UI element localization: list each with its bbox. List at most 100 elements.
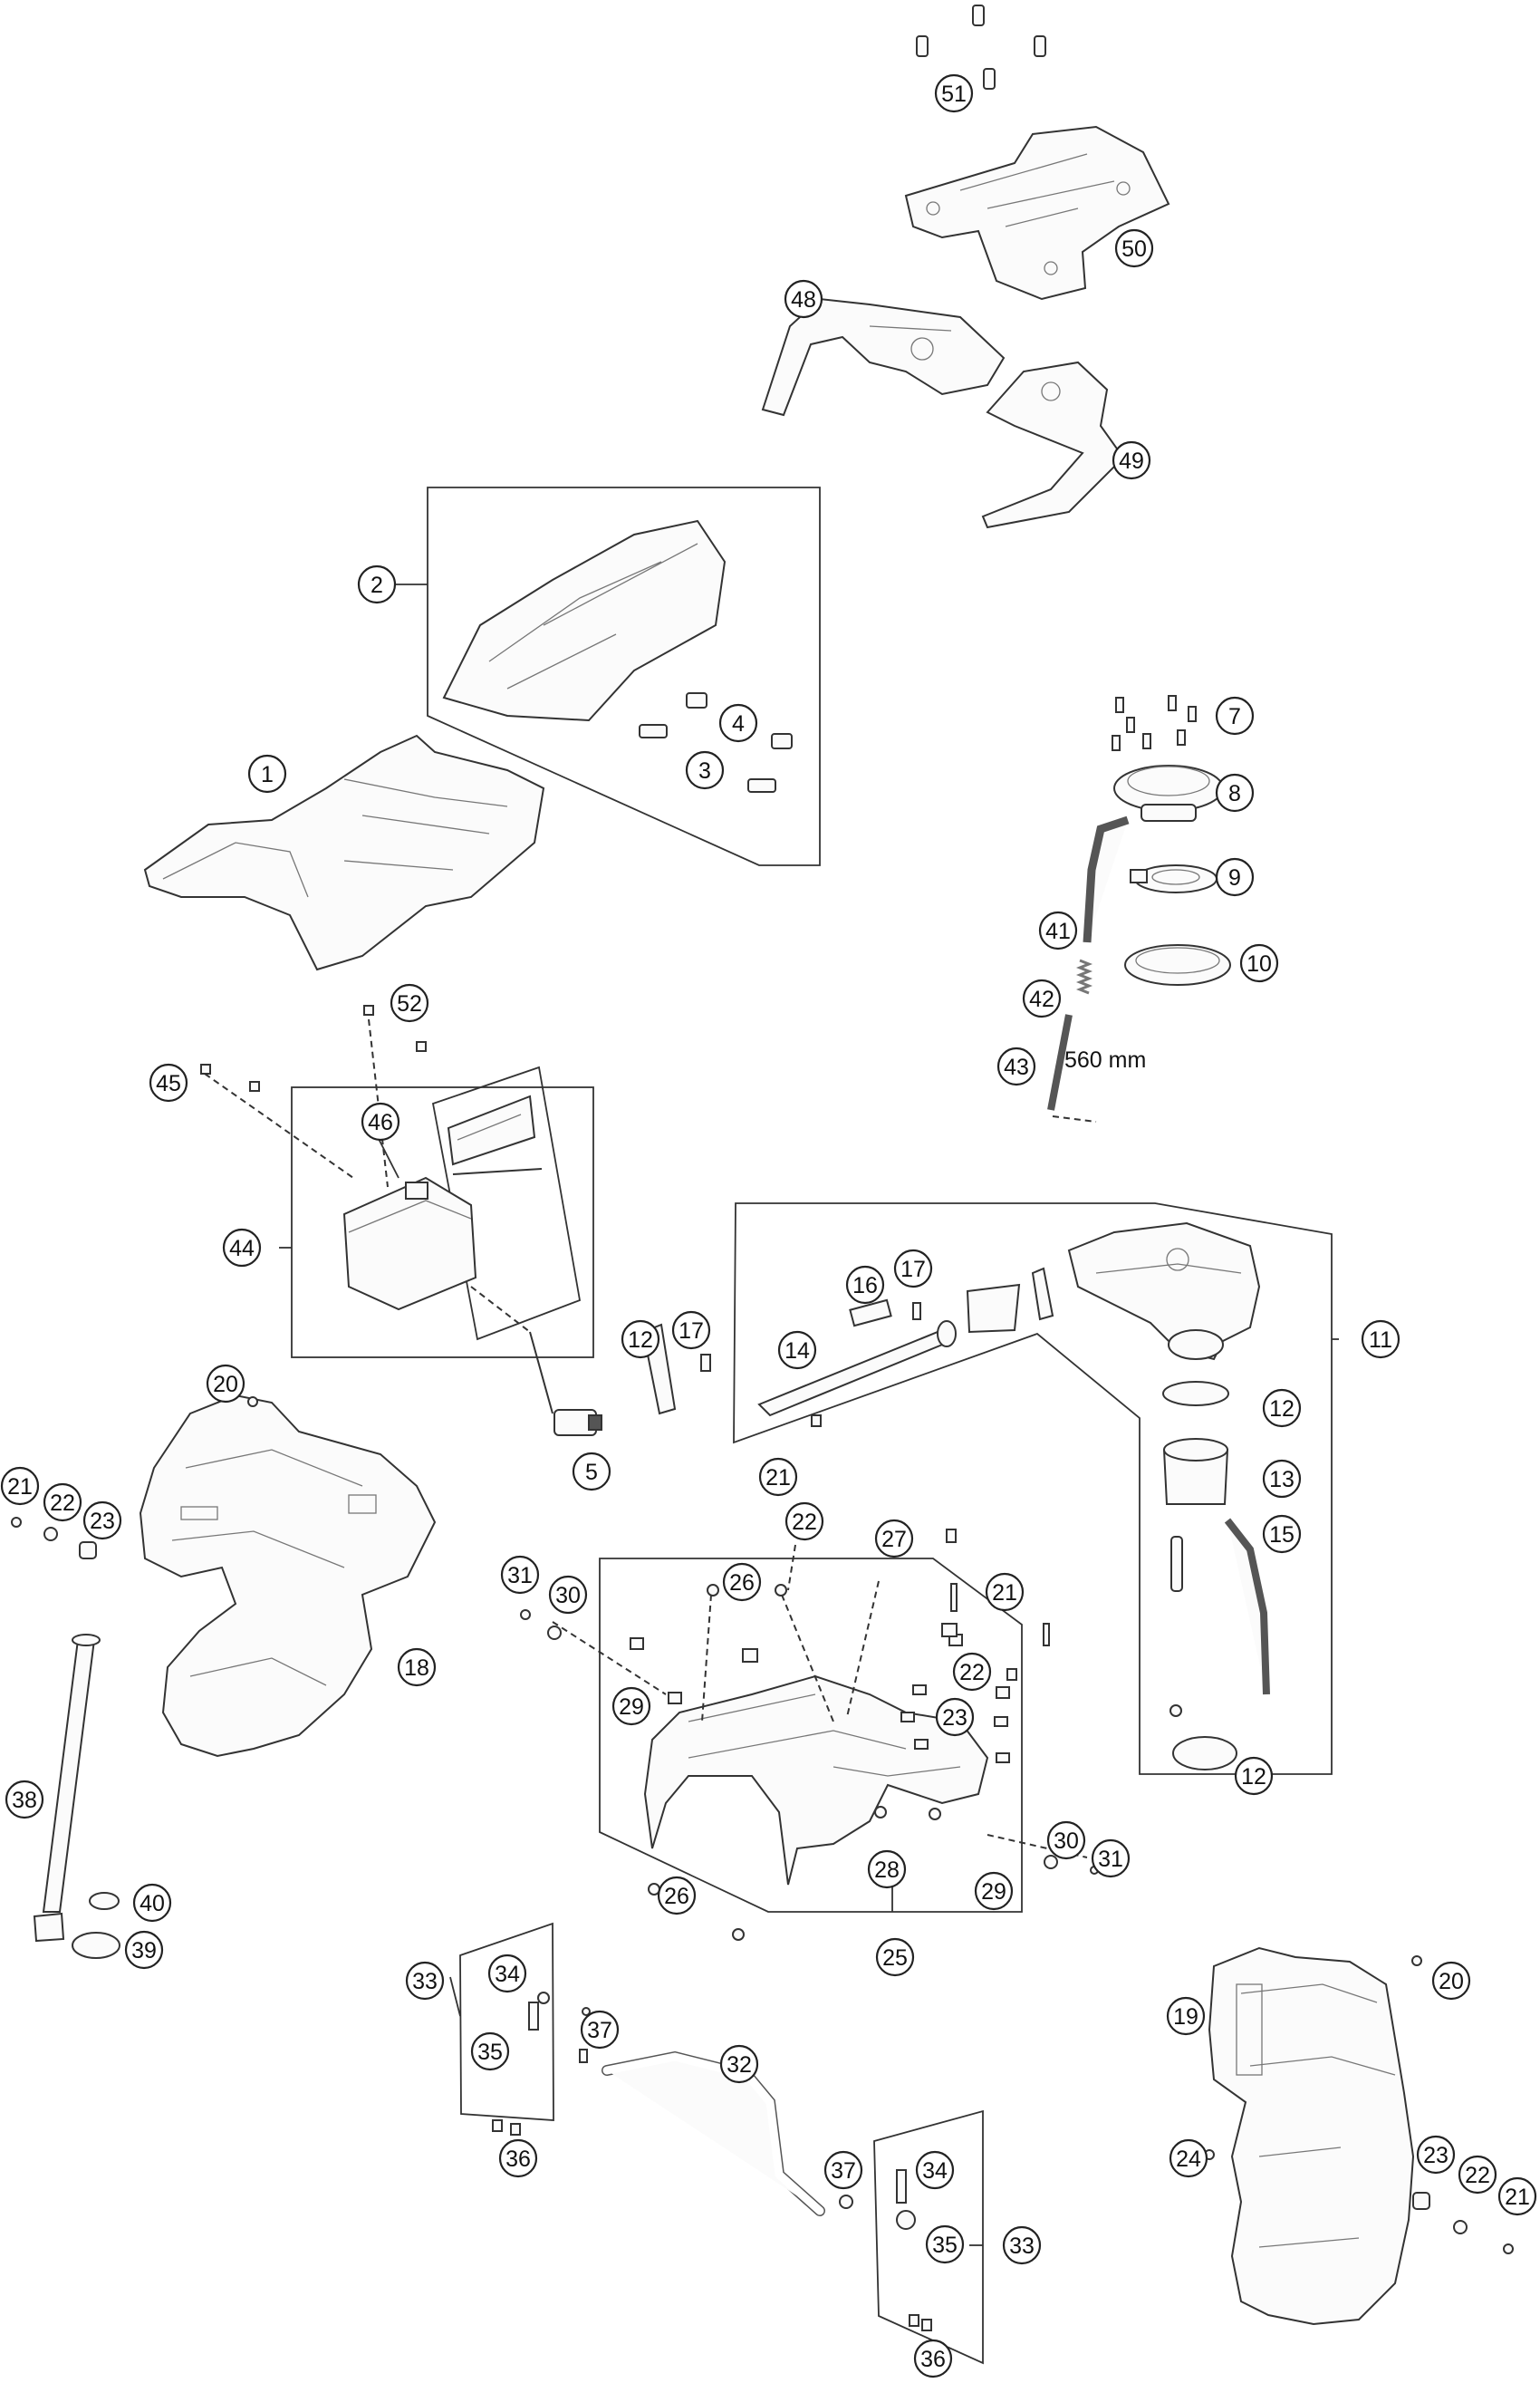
callout-circle: [823, 2150, 863, 2190]
callout-c35b: 35: [925, 2224, 965, 2264]
tube-38-art: [33, 1634, 101, 1943]
callout-c20a: 20: [206, 1364, 245, 1404]
front-seat-1-art: [143, 734, 545, 971]
callout-number: 37: [587, 2018, 612, 2043]
hose-15-art: [1224, 1518, 1270, 1695]
frame-valve-right: [873, 2109, 984, 2365]
callout-number: 42: [1029, 987, 1054, 1012]
callout-circle: [487, 1954, 527, 1993]
callout-circle: [1234, 1756, 1274, 1796]
callout-circle: [390, 983, 429, 1023]
callout-circle: [548, 1575, 588, 1615]
callout-c49: 49: [1112, 440, 1151, 480]
fuel-tank-19-art: [1208, 1946, 1415, 2326]
callout-number: 26: [729, 1570, 755, 1596]
fuel-cap-8-art: [1113, 765, 1224, 822]
callout-circle: [1431, 1961, 1471, 2001]
callout-number: 12: [1269, 1396, 1295, 1422]
callout-circle: [206, 1364, 245, 1404]
callout-circle: [1262, 1459, 1302, 1499]
seal-46-art: [447, 1095, 543, 1175]
callout-number: 44: [229, 1236, 255, 1261]
callout-circle: [952, 1652, 992, 1692]
callout-c29a: 29: [611, 1686, 651, 1726]
callout-number: 22: [792, 1510, 817, 1535]
frame-valve-left: [459, 1922, 554, 2121]
callout-c28: 28: [867, 1849, 907, 1889]
callout-number: 17: [679, 1318, 704, 1344]
callout-circle: [1022, 979, 1062, 1018]
hose-length-label: 560 mm: [1064, 1047, 1146, 1073]
callout-number: 39: [131, 1938, 157, 1963]
callout-circle: [572, 1452, 611, 1491]
callout-circle: [777, 1330, 817, 1370]
callout-circle: [1114, 228, 1154, 268]
storage-box-44-art: [342, 1176, 477, 1311]
callout-c12c: 12: [1234, 1756, 1274, 1796]
callout-c30a: 30: [548, 1575, 588, 1615]
callout-number: 9: [1228, 865, 1241, 891]
rear-seat-2-art: [442, 519, 727, 722]
callout-c13: 13: [1262, 1459, 1302, 1499]
callout-number: 40: [140, 1891, 165, 1916]
callout-number: 21: [7, 1474, 33, 1500]
callout-number: 30: [1054, 1828, 1079, 1854]
fuel-tank-18-art: [139, 1394, 437, 1758]
callout-number: 16: [852, 1273, 878, 1298]
callout-c29b: 29: [974, 1871, 1014, 1911]
callout-circle: [5, 1780, 44, 1819]
callout-circle: [1046, 1820, 1086, 1860]
callout-circle: [1262, 1388, 1302, 1428]
callout-number: 38: [12, 1788, 37, 1813]
callout-c37a: 37: [580, 2010, 620, 2050]
frame-fuel-bracket: [599, 1558, 1023, 1913]
callout-c33a: 33: [405, 1961, 445, 2001]
callout-c7: 7: [1215, 696, 1255, 736]
callout-circle: [974, 1871, 1014, 1911]
callout-c31a: 31: [500, 1555, 540, 1595]
clamp-12c-art: [1172, 1736, 1237, 1770]
callout-c31b: 31: [1091, 1838, 1131, 1878]
callout-circle: [1215, 857, 1255, 897]
callout-c22a: 22: [43, 1482, 82, 1522]
callout-circle: [875, 1937, 915, 1977]
callout-c24: 24: [1169, 2138, 1208, 2178]
callout-number: 19: [1173, 2004, 1198, 2030]
callout-c26b: 26: [657, 1876, 697, 1915]
callout-circle: [685, 750, 725, 790]
callout-circle: [500, 1555, 540, 1595]
callout-circle: [985, 1572, 1025, 1612]
callout-c23c: 23: [1416, 2135, 1456, 2175]
callout-number: 28: [874, 1857, 900, 1883]
callout-circle: [934, 73, 974, 113]
callout-circle: [722, 1562, 762, 1602]
callout-number: 18: [404, 1655, 429, 1681]
callout-number: 33: [412, 1969, 438, 1994]
callout-circle: [893, 1249, 933, 1288]
callout-number: 12: [1241, 1764, 1266, 1790]
callout-number: 23: [1423, 2143, 1449, 2168]
frame-airbox: [733, 1202, 1333, 1775]
callout-circle: [1416, 2135, 1456, 2175]
callout-number: 22: [1465, 2163, 1490, 2188]
callout-circle: [758, 1457, 798, 1497]
grab-rail-48-art: [761, 297, 1006, 417]
hose-41-art: [1083, 815, 1130, 943]
callout-circle: [925, 2224, 965, 2264]
callout-circle: [1002, 2225, 1042, 2265]
callout-number: 43: [1004, 1055, 1029, 1080]
callout-circle: [784, 1501, 824, 1541]
callout-number: 37: [831, 2158, 856, 2184]
callout-number: 46: [368, 1110, 393, 1135]
callout-c52: 52: [390, 983, 429, 1023]
callout-c17b: 17: [671, 1310, 711, 1350]
callout-number: 49: [1119, 449, 1144, 474]
callout-c27: 27: [874, 1519, 914, 1558]
callout-c36a: 36: [498, 2138, 538, 2178]
callout-circle: [0, 1466, 40, 1506]
callout-number: 35: [477, 2040, 503, 2065]
callout-number: 45: [156, 1071, 181, 1096]
callout-c51: 51: [934, 73, 974, 113]
callout-circle: [935, 1697, 975, 1737]
callout-number: 21: [992, 1580, 1017, 1606]
